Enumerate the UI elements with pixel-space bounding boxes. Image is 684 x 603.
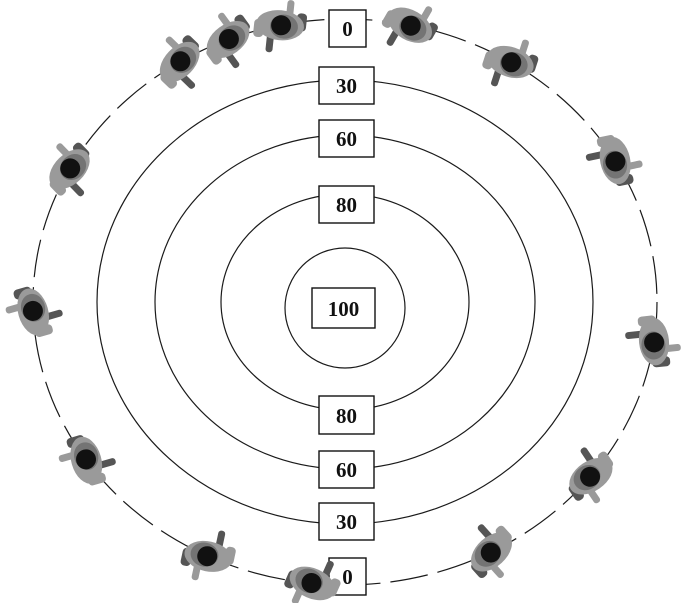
- person-top-view-icon: [471, 524, 512, 579]
- svg-text:30: 30: [336, 74, 357, 98]
- svg-text:0: 0: [342, 565, 353, 589]
- person-top-view-icon: [159, 35, 200, 89]
- person-top-view-icon: [381, 6, 438, 46]
- label-bottom-80: 80: [318, 395, 375, 435]
- svg-text:80: 80: [336, 193, 357, 217]
- person-top-view-icon: [5, 286, 63, 338]
- svg-text:30: 30: [336, 510, 357, 534]
- svg-text:100: 100: [328, 297, 360, 321]
- person-top-view-icon: [585, 134, 643, 187]
- person-top-view-icon: [206, 12, 250, 69]
- ring-center: [284, 247, 406, 369]
- svg-text:60: 60: [336, 127, 357, 151]
- svg-text:80: 80: [336, 404, 357, 428]
- person-top-view-icon: [625, 315, 681, 368]
- label-top-0: 0: [328, 9, 367, 48]
- label-top-60: 60: [318, 119, 375, 158]
- person-top-view-icon: [568, 447, 614, 504]
- person-top-view-icon: [49, 142, 90, 197]
- person-top-view-icon: [482, 39, 539, 87]
- person-top-view-icon: [253, 0, 308, 53]
- label-center-100: 100: [311, 287, 376, 329]
- label-bottom-30: 30: [318, 502, 375, 541]
- label-bottom-60: 60: [318, 450, 375, 489]
- svg-text:0: 0: [342, 17, 353, 41]
- svg-text:60: 60: [336, 458, 357, 482]
- label-top-80: 80: [318, 185, 375, 224]
- person-top-view-icon: [180, 530, 236, 581]
- label-top-30: 30: [318, 66, 375, 105]
- person-top-view-icon: [284, 560, 341, 603]
- person-top-view-icon: [58, 435, 116, 486]
